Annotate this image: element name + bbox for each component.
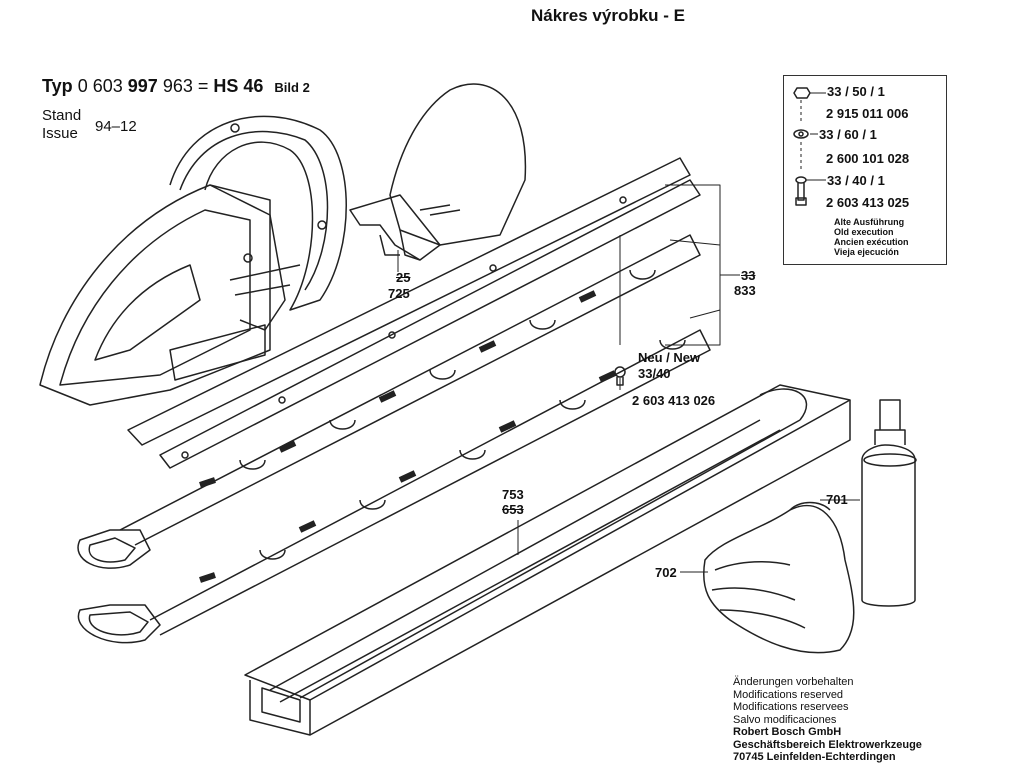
legend-box (783, 75, 947, 265)
footer-line-4: Salvo modificaciones (733, 713, 837, 726)
blade-new-number: 833 (734, 283, 756, 298)
leader-lines (397, 184, 860, 573)
typ-number-tail: 963 = (162, 76, 209, 96)
legend-icons (793, 87, 826, 206)
footer-line-2: Modifications reserved (733, 688, 844, 701)
footer-notice: Änderungen vorbehalten Modifications res… (733, 676, 922, 764)
typ-number-light: 0 603 (77, 76, 123, 96)
stand-label: Stand (42, 107, 82, 124)
legend-r1-part: 2 915 011 006 (826, 106, 909, 121)
typ-number-bold: 997 (127, 76, 158, 96)
cover-new-number: 725 (388, 286, 410, 301)
neu-part-number: 2 603 413 026 (632, 393, 716, 408)
sheath-old-number: 653 (502, 502, 524, 517)
legend-r2-ref: 33 / 60 / 1 (819, 127, 877, 142)
lower-blade-drawing (77, 329, 711, 644)
page-title: Nákres výrobku - E (531, 6, 686, 25)
footer-line-1: Änderungen vorbehalten (733, 676, 854, 688)
note-es: Vieja ejecución (834, 247, 899, 257)
model-name: HS 46 (213, 76, 264, 96)
cover-old-number: 25 (396, 270, 411, 285)
legend-r3-ref: 33 / 40 / 1 (827, 173, 885, 188)
stand-issue: Stand Issue (42, 107, 81, 143)
screw-drawing (614, 366, 626, 386)
note-fr: Ancien exécution (834, 237, 909, 247)
type-line: Typ 0 603 997 963 = HS 46 Bild 2 (42, 76, 310, 97)
legend-notes: Alte Ausführung Old execution Ancien exé… (834, 217, 909, 257)
legend-r2-part: 2 600 101 028 (826, 151, 910, 166)
footer-address: 70745 Leinfelden-Echterdingen (733, 751, 896, 763)
gloves-number: 702 (655, 565, 677, 580)
upper-blade-drawing (77, 234, 701, 569)
housing-drawing (39, 115, 347, 406)
sheath-new-number: 753 (502, 487, 524, 502)
typ-prefix: Typ (42, 76, 73, 96)
sheath-drawing (244, 384, 851, 736)
blade-old-number: 33 (741, 268, 756, 283)
neu-new-label: Neu / New (638, 350, 701, 365)
bild-label: Bild 2 (274, 80, 310, 95)
oil-number: 701 (826, 492, 848, 507)
footer-line-3: Modifications reservees (733, 701, 849, 713)
neu-ref: 33/40 (638, 366, 671, 381)
note-de: Alte Ausführung (834, 217, 905, 227)
legend-r3-part: 2 603 413 025 (826, 195, 910, 210)
blade-guard-drawing (349, 83, 527, 261)
issue-date: 94–12 (95, 118, 137, 135)
issue-label: Issue (42, 125, 78, 142)
oil-bottle-drawing (861, 399, 917, 607)
legend-r1-ref: 33 / 50 / 1 (827, 84, 885, 99)
guide-rail-drawing (127, 157, 701, 469)
note-en: Old execution (834, 227, 894, 237)
footer-division: Geschäftsbereich Elektrowerkzeuge (733, 738, 922, 751)
footer-company: Robert Bosch GmbH (733, 726, 842, 738)
gloves-drawing (703, 501, 855, 654)
